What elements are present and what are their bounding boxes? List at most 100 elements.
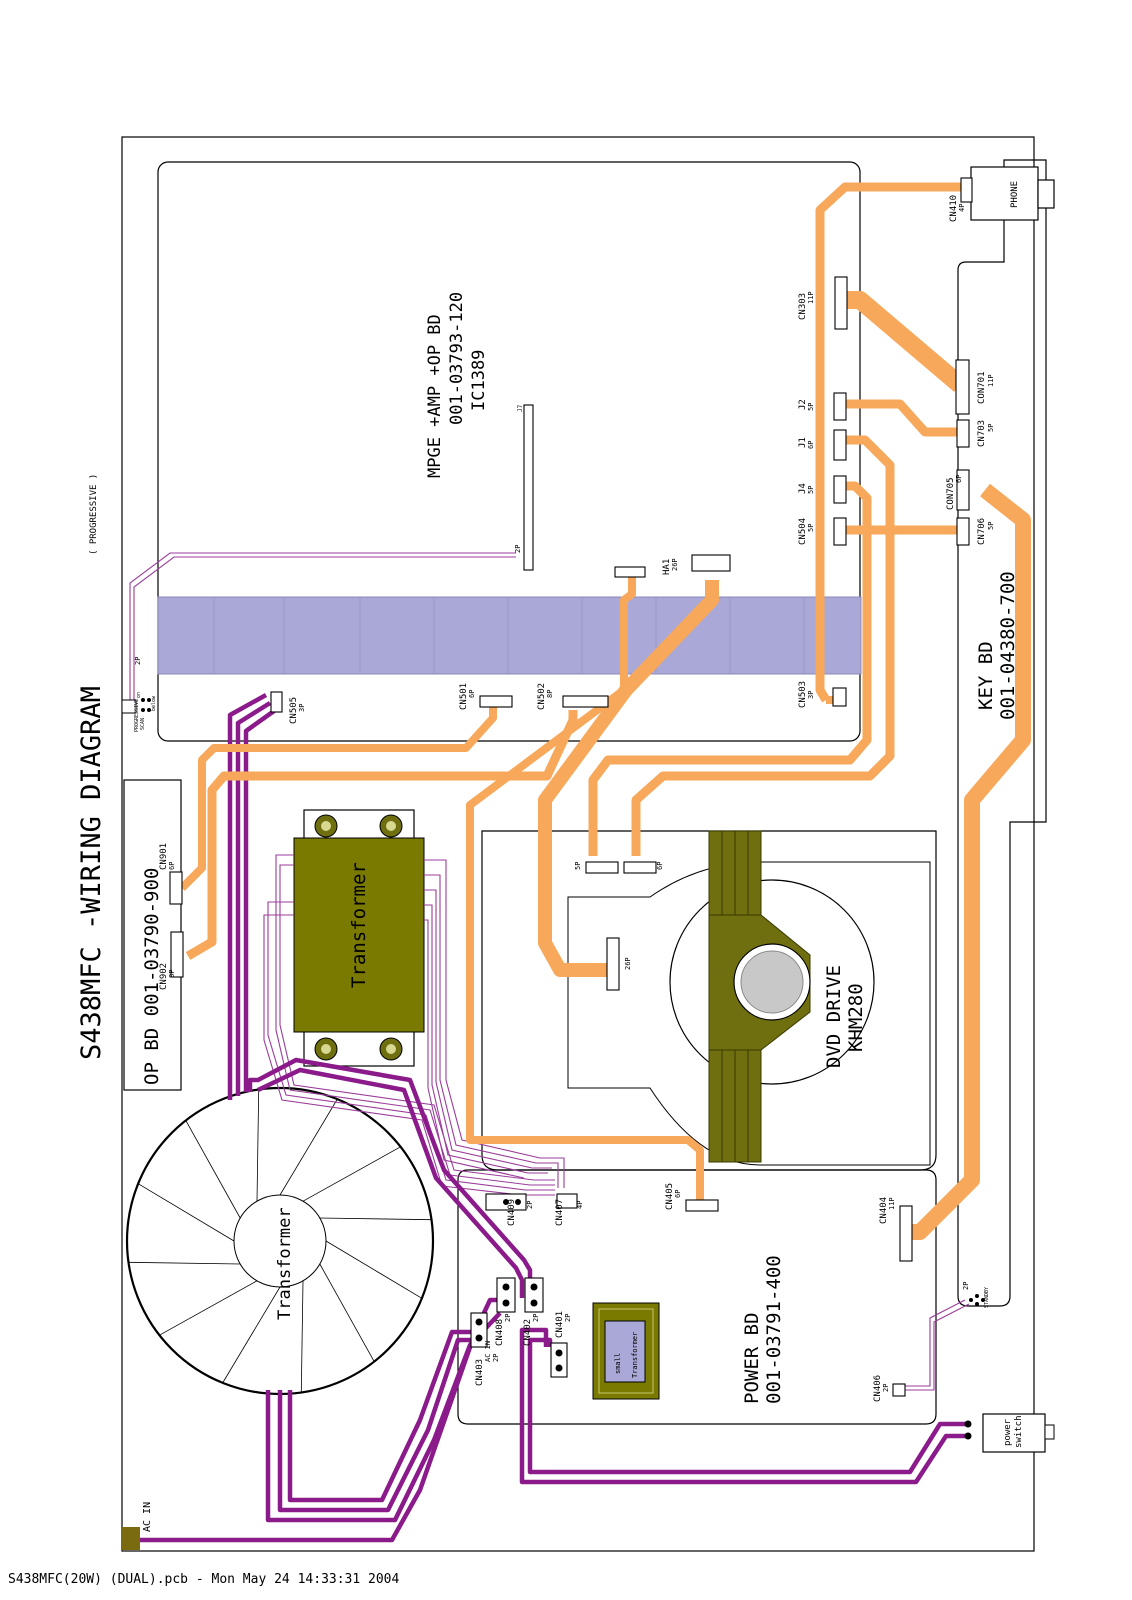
wire-ac-in — [130, 1297, 500, 1543]
wire-tr-left — [275, 854, 555, 1186]
toroid-spoke — [300, 1280, 304, 1393]
j1-name: J1 — [798, 437, 808, 448]
small-transformer-label-a: small — [614, 1353, 622, 1374]
con705-name: CON705 — [946, 477, 956, 510]
toroid-spoke — [185, 1120, 241, 1219]
toroid-spoke — [319, 1217, 432, 1221]
ribbon-cn410 — [815, 182, 962, 703]
wire-cn505-2 — [235, 701, 272, 1096]
cn403-name: CN403 — [475, 1359, 485, 1386]
conn-dvd-6p — [623, 861, 657, 874]
cn901-name: CN901 — [159, 843, 169, 870]
toroid-transformer — [125, 1086, 435, 1396]
conn-cn406 — [892, 1383, 906, 1397]
cn403-pins: 2P — [492, 1354, 500, 1362]
mpge-board-ic: IC1389 — [469, 350, 489, 411]
toroid-spoke — [302, 1146, 401, 1202]
toroid-spoke — [137, 1183, 235, 1242]
wire-toroid-top-2 — [257, 1067, 525, 1298]
progressive-switch-body — [121, 699, 137, 714]
ribbon-j2-cn703 — [845, 399, 958, 437]
standby-button — [969, 1294, 985, 1306]
power-board-name: POWER BD — [741, 1312, 763, 1404]
cn409-pins: 2P — [526, 1201, 534, 1209]
conn-cn502 — [562, 695, 609, 708]
small-transformer-label-b: Transformer — [631, 1332, 639, 1378]
switch-pos-below: below — [151, 695, 157, 711]
toroid-spoke — [319, 1263, 375, 1362]
cn408-name: CN408 — [495, 1319, 505, 1346]
dvd-drive-model: KHM280 — [845, 983, 867, 1052]
j2-name: J2 — [798, 399, 808, 410]
conn-cn901 — [169, 871, 183, 905]
cn504-name: CN504 — [798, 518, 808, 545]
cn505-pins: 3P — [298, 704, 306, 712]
ribbon-cn502-cn902 — [185, 710, 578, 960]
key-board-outline — [957, 159, 1047, 1307]
switch-2p-label: 2P — [134, 657, 142, 665]
j1-pins: 6P — [807, 441, 815, 449]
toroid-transformer-label: Transformer — [275, 1207, 295, 1320]
power-board-part: 001-03791-400 — [763, 1255, 785, 1404]
j2-pins: 5P — [807, 403, 815, 411]
cn901-pins: 6P — [168, 862, 176, 870]
power-switch-stem — [1044, 1424, 1055, 1440]
progressive-scan-label-2: SCAN — [140, 718, 146, 730]
cn501-pins: 6P — [468, 690, 476, 698]
cn703-name: CN703 — [977, 420, 987, 447]
toroid-spoke — [128, 1261, 241, 1265]
cn401-pins: 2P — [564, 1314, 572, 1322]
cn303-pins: 11P — [807, 291, 815, 304]
dvd-5p-label: 5P — [574, 862, 582, 870]
transformer-bolts — [314, 814, 403, 1061]
j7-name: J7 — [517, 404, 524, 412]
mpge-board-outline — [157, 161, 861, 742]
cn407-name: CN407 — [555, 1199, 565, 1226]
power-switch-label-2: switch — [1014, 1415, 1024, 1448]
cn406-name: CN406 — [873, 1375, 883, 1402]
conn-cn706 — [956, 517, 970, 546]
cn402-name: CN402 — [523, 1319, 533, 1346]
wire-sw-j7-a — [129, 552, 516, 700]
conn-j1 — [833, 429, 847, 461]
ha1-pins: 26P — [671, 558, 679, 571]
conn-cn410 — [960, 177, 973, 203]
ribbon-j1-dvd6p — [631, 435, 895, 856]
toroid-spoke — [222, 1286, 281, 1384]
conn-cn405 — [685, 1199, 719, 1212]
conn-cn505 — [270, 691, 283, 713]
cn502-name: CN502 — [537, 683, 547, 710]
wire-cn401-b — [527, 1337, 968, 1475]
toroid-spoke — [279, 1098, 338, 1196]
cn404-pins: 11P — [888, 1197, 896, 1210]
footer-filename: S438MFC(20W) (DUAL).pcb - Mon May 24 14:… — [8, 1572, 400, 1587]
cn410-pins: 4P — [958, 204, 966, 212]
cn501-name: CN501 — [459, 683, 469, 710]
cn408-pins: 2P — [504, 1314, 512, 1322]
toroid-spoke — [325, 1240, 423, 1299]
standby-label: STANDBY — [984, 1287, 990, 1308]
j4-pins: 5P — [807, 486, 815, 494]
ribbon-con705-cn404 — [905, 483, 1031, 1240]
power-board-outline — [457, 1169, 937, 1425]
conn-cn408 — [496, 1277, 516, 1313]
cn505-name: CN505 — [289, 697, 299, 724]
cn405-pins: 6P — [674, 1190, 682, 1198]
cn503-pins: 3P — [807, 691, 815, 699]
j7-pins: 2P — [514, 545, 522, 553]
con705-pins: 6P — [955, 475, 963, 483]
con701-name: CON701 — [977, 371, 987, 404]
conn-cn402 — [524, 1277, 544, 1313]
ribbon-j4-dvd5p — [588, 481, 872, 856]
mpge-board-part: 001-03793-120 — [447, 292, 467, 425]
wire-cn401 — [519, 1327, 968, 1485]
progressive-scan-label-1: PROGRESSIVE — [134, 699, 140, 732]
dvd-26p-label: 26P — [624, 957, 632, 970]
wire-cn505-1 — [227, 693, 268, 1100]
cn404-name: CN404 — [879, 1197, 889, 1224]
chassis-outline — [121, 136, 1035, 1552]
wire-cn505-3 — [243, 709, 276, 1092]
cn504-pins: 5P — [807, 524, 815, 532]
dvd-6p-label: 6P — [656, 862, 664, 870]
cn410-name: CN410 — [949, 195, 959, 222]
